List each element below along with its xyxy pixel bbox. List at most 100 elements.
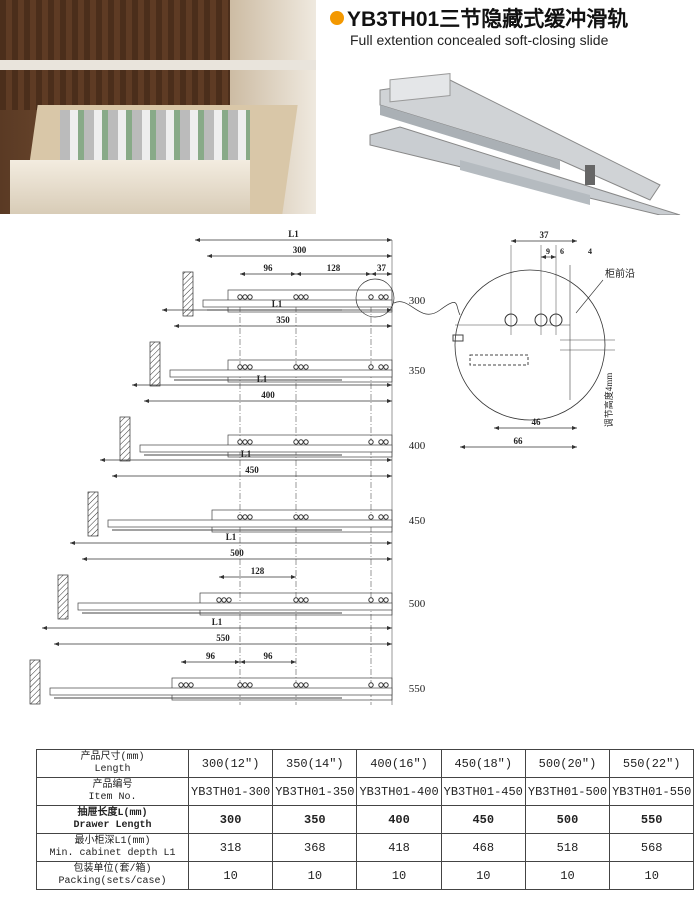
l1-label: L1: [212, 617, 223, 627]
arrow-icon: [144, 399, 149, 403]
hole-icon: [303, 294, 309, 300]
hole-icon: [293, 294, 299, 300]
hole-icon: [298, 364, 304, 370]
arrow-icon: [387, 238, 392, 242]
table-cell: 550: [609, 805, 695, 834]
hole-icon: [242, 439, 248, 445]
table-cell: 350(14"): [272, 749, 358, 778]
length-label: 350: [276, 315, 290, 325]
hole-icon: [298, 439, 304, 445]
arrow-icon: [371, 272, 376, 276]
hole-icon: [378, 364, 384, 370]
arrow-icon: [387, 324, 392, 328]
arrow-icon: [387, 541, 392, 545]
row-header-en: Min. cabinet depth L1: [49, 847, 176, 859]
l1-label: L1: [257, 374, 268, 384]
hole-icon: [237, 514, 243, 520]
arrow-icon: [240, 660, 245, 664]
hole-icon: [247, 364, 253, 370]
hole-icon: [226, 597, 232, 603]
hole-icon: [303, 364, 309, 370]
hole-icon: [183, 682, 189, 688]
hole-icon: [293, 439, 299, 445]
table-cell: 518: [524, 833, 611, 862]
arrow-icon: [181, 660, 186, 664]
hole-icon: [303, 439, 309, 445]
cabinet-wall: [29, 659, 41, 705]
title-text: YB3TH01三节隐藏式缓冲滑轨: [347, 8, 629, 31]
hole-icon: [368, 682, 374, 688]
cabinet-member: [107, 519, 393, 528]
table-cell: 350: [272, 805, 358, 834]
hole-icon: [293, 682, 299, 688]
slide-product-image: [369, 72, 681, 215]
table-cell: 10: [609, 861, 695, 890]
row-header-zh: 最小柜深L1(mm): [74, 835, 151, 847]
sub-dimension-label: 96: [206, 651, 216, 661]
arrow-icon: [132, 383, 137, 387]
hole-icon: [368, 364, 374, 370]
hole-icon: [247, 514, 253, 520]
row-header-zh: 产品尺寸(mm): [80, 751, 145, 763]
table-cell: 500: [524, 805, 611, 834]
hole-icon: [368, 597, 374, 603]
product-title: YB3TH01三节隐藏式缓冲滑轨: [330, 3, 628, 33]
arrow-icon: [572, 426, 577, 430]
cabinet-member: [49, 687, 393, 696]
cabinet-wall: [182, 271, 194, 317]
bullet-dot-icon: [330, 11, 344, 25]
hole-icon: [247, 439, 253, 445]
sub-dimension-label: 96: [264, 263, 274, 273]
hole-icon: [216, 597, 222, 603]
hole-icon: [368, 294, 374, 300]
table-cell: 10: [272, 861, 358, 890]
table-cell: YB3TH01-400: [356, 777, 442, 806]
hole-icon: [247, 682, 253, 688]
arrow-icon: [366, 272, 371, 276]
cabinet-wall: [87, 491, 99, 537]
arrow-icon: [387, 272, 392, 276]
arrow-icon: [387, 474, 392, 478]
leader-line: [575, 279, 604, 314]
hole-icon: [298, 597, 304, 603]
arrow-icon: [112, 474, 117, 478]
arrow-icon: [296, 272, 301, 276]
row-size-label: 500: [409, 598, 426, 610]
length-label: 400: [261, 390, 275, 400]
hole-icon: [242, 364, 248, 370]
length-label: 550: [216, 633, 230, 643]
arrow-icon: [291, 660, 296, 664]
clip: [452, 334, 464, 342]
row-size-label: 300: [409, 295, 426, 307]
hole-icon: [293, 597, 299, 603]
row-header-zh: 产品编号: [92, 779, 133, 791]
hole-icon: [368, 514, 374, 520]
arrow-icon: [42, 626, 47, 630]
row-header-en: Length: [94, 763, 131, 775]
hole-icon: [188, 682, 194, 688]
table-cell: 550(22"): [609, 749, 695, 778]
hole-icon: [242, 514, 248, 520]
row-header-zh: 抽屉长度L(mm): [77, 807, 148, 819]
row-header-en: Packing(sets/case): [58, 875, 167, 887]
arrow-icon: [235, 660, 240, 664]
hole-icon: [237, 364, 243, 370]
detail-dim: 46: [532, 417, 542, 427]
arrow-icon: [572, 445, 577, 449]
hole-icon: [303, 682, 309, 688]
detail-circle-small: [355, 278, 395, 318]
arrow-icon: [291, 272, 296, 276]
hole-icon: [293, 514, 299, 520]
hole-icon: [237, 294, 243, 300]
cabinet-member: [169, 369, 393, 378]
table-cell: 468: [440, 833, 526, 862]
kitchen-drawer-photo: [0, 0, 316, 214]
hole-icon: [378, 514, 384, 520]
arrow-icon: [387, 254, 392, 258]
arrow-icon: [291, 575, 296, 579]
arrow-icon: [494, 426, 499, 430]
length-label: 500: [230, 548, 244, 558]
